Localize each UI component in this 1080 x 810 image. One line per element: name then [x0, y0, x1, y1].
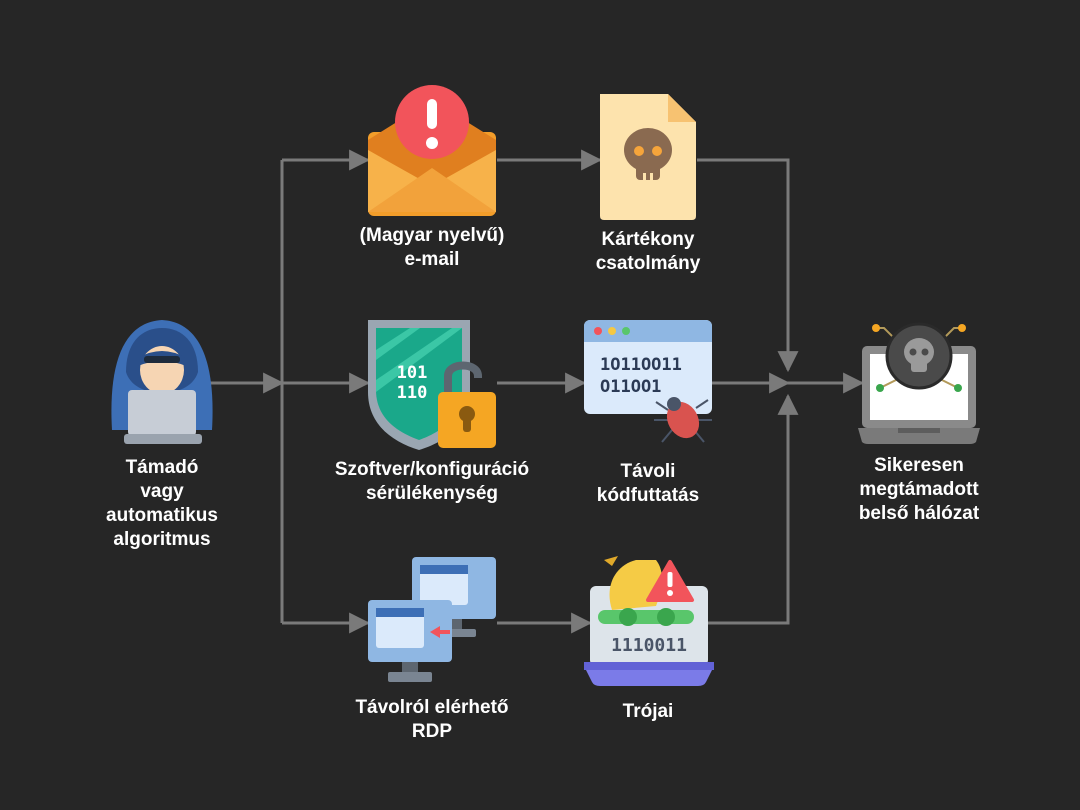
- shield-binary-line-2: 110: [397, 383, 428, 403]
- label-attacker-line-2: vagy: [140, 481, 184, 502]
- label-rce-line-2: kódfuttatás: [596, 485, 700, 506]
- label-vulnerability: Szoftver/konfiguráció sérülékenység: [335, 458, 529, 506]
- label-rdp-line-2: RDP: [411, 721, 453, 742]
- label-attacker-line-4: algoritmus: [113, 529, 211, 550]
- connectors: [205, 149, 865, 634]
- trojan-horse-warning-icon: 1110011: [584, 556, 714, 686]
- code-line-2: O11OO1: [600, 377, 661, 397]
- label-trojan-line-1: Trójai: [622, 701, 674, 722]
- label-attacker-line-1: Támadó: [125, 457, 199, 478]
- warning-email-icon: [368, 85, 496, 216]
- shield-binary-line-1: 101: [397, 363, 428, 383]
- label-attachment-line-1: Kártékony: [601, 229, 695, 250]
- label-attacker-line-3: automatikus: [106, 505, 218, 526]
- code-window-bug-icon: 1O11OO11 O11OO1: [584, 320, 712, 443]
- code-line-1: 1O11OO11: [600, 355, 682, 375]
- label-target: Sikeresen megtámadott belső hálózat: [859, 454, 979, 526]
- label-trojan: Trójai: [623, 700, 674, 724]
- label-attachment-line-2: csatolmány: [595, 253, 701, 274]
- label-email: (Magyar nyelvű) e-mail: [360, 224, 505, 272]
- label-attacker: Támadó vagy automatikus algoritmus: [106, 456, 218, 552]
- label-target-line-3: belső hálózat: [858, 503, 980, 524]
- label-rdp: Távolról elérhető RDP: [355, 696, 508, 744]
- hooded-hacker-icon: [111, 320, 213, 444]
- edge-attachment-target: [697, 158, 799, 373]
- remote-desktop-monitors-icon: [368, 557, 496, 682]
- label-vulnerability-line-2: sérülékenység: [365, 483, 499, 504]
- label-rdp-line-1: Távolról elérhető: [355, 697, 509, 718]
- label-rce: Távoli kódfuttatás: [597, 460, 699, 508]
- malicious-file-skull-icon: [600, 94, 696, 220]
- compromised-laptop-skull-icon: [858, 322, 980, 444]
- arrow-left-icon: [430, 626, 450, 638]
- edge-trojan-target: [707, 393, 799, 625]
- label-target-line-1: Sikeresen: [874, 455, 964, 476]
- label-email-line-2: e-mail: [404, 249, 460, 270]
- label-attachment: Kártékony csatolmány: [596, 228, 701, 276]
- label-target-line-2: megtámadott: [859, 479, 979, 500]
- label-email-line-1: (Magyar nyelvű): [359, 225, 505, 246]
- shield-unlocked-padlock-icon: 101 110: [368, 320, 496, 450]
- label-vulnerability-line-1: Szoftver/konfiguráció: [334, 459, 530, 480]
- trojan-binary: 1110011: [611, 635, 687, 656]
- label-rce-line-1: Távoli: [620, 461, 676, 482]
